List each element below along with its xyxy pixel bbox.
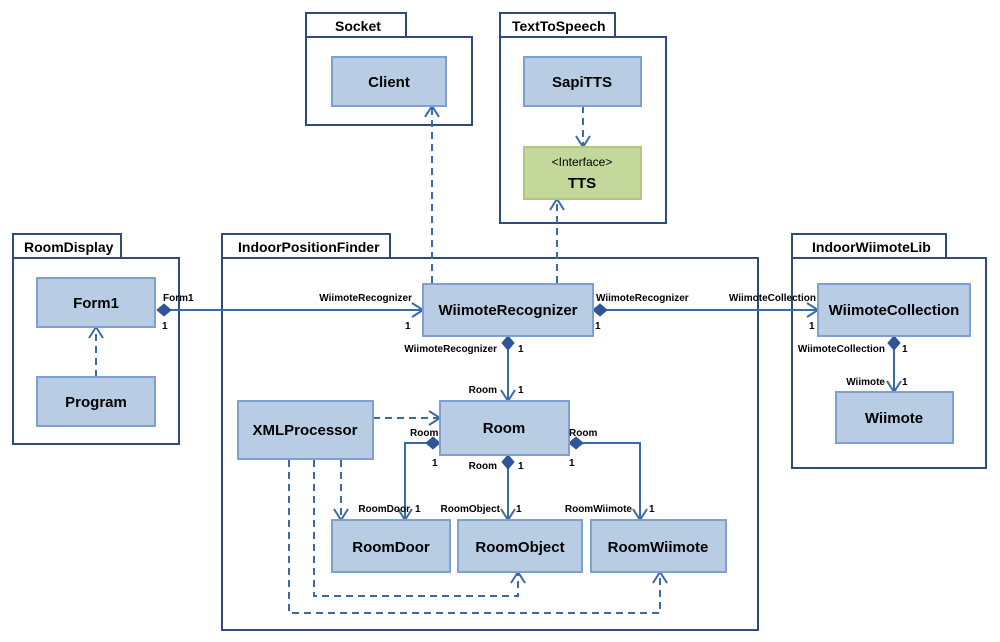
label-roomwiimote-mult: 1 [649, 504, 655, 515]
aggregation-diamond-room-center [501, 454, 515, 470]
association-room-roomwiimote [583, 442, 641, 520]
package-socket-name: Socket [335, 18, 381, 34]
label-room-mult-left: 1 [432, 458, 438, 469]
aggregation-diamond-form1 [156, 303, 172, 317]
label-recognizer-mult-right: 1 [595, 321, 601, 332]
label-roomobject-mult: 1 [516, 504, 522, 515]
package-text-to-speech-name: TextToSpeech [512, 18, 606, 34]
dependency-xml-roomwiimote [288, 460, 661, 614]
label-wiimote-mult: 1 [902, 377, 908, 388]
class-wiimote-recognizer[interactable]: WiimoteRecognizer [422, 283, 594, 337]
class-sapi-tts[interactable]: SapiTTS [523, 56, 642, 107]
class-form1[interactable]: Form1 [36, 277, 156, 328]
package-indoor-wiimote-lib-name: IndoorWiimoteLib [812, 239, 931, 255]
class-wiimote-collection-name: WiimoteCollection [829, 302, 960, 319]
class-room-object-name: RoomObject [475, 539, 564, 556]
label-room-role-left: Room [410, 428, 438, 439]
class-room-name: Room [483, 420, 526, 437]
label-wiimote-role: Wiimote [846, 377, 885, 388]
class-room-wiimote-name: RoomWiimote [608, 539, 709, 556]
label-roomobject-role: RoomObject [441, 504, 501, 515]
label-recognizer-role-left: WiimoteRecognizer [319, 293, 412, 304]
label-form1-role: Form1 [163, 293, 194, 304]
class-xml-processor-name: XMLProcessor [252, 422, 357, 439]
class-sapi-tts-name: SapiTTS [552, 74, 612, 91]
class-form1-name: Form1 [73, 295, 119, 312]
class-wiimote-recognizer-name: WiimoteRecognizer [438, 302, 577, 319]
class-wiimote-name: Wiimote [865, 410, 923, 427]
label-roomwiimote-role: RoomWiimote [565, 504, 633, 515]
class-program[interactable]: Program [36, 376, 156, 427]
class-wiimote[interactable]: Wiimote [835, 391, 954, 444]
dependency-xml-roomobject [313, 460, 519, 597]
label-recognizer-role-bottom: WiimoteRecognizer [404, 344, 497, 355]
class-room-wiimote[interactable]: RoomWiimote [590, 519, 727, 573]
label-recognizer-mult-left: 1 [405, 321, 411, 332]
aggregation-diamond-room-left [425, 436, 441, 450]
label-collection-mult: 1 [809, 321, 815, 332]
aggregation-diamond-collection [887, 335, 901, 351]
class-client[interactable]: Client [331, 56, 447, 107]
label-wiimotecollection-mult: 1 [902, 344, 908, 355]
interface-tts-name: TTS [568, 175, 596, 192]
aggregation-diamond-room-right [568, 436, 584, 450]
package-indoor-position-finder-name: IndoorPositionFinder [238, 239, 380, 255]
label-room-role-right: Room [569, 428, 597, 439]
class-program-name: Program [65, 394, 127, 411]
interface-tts[interactable]: <Interface> TTS [523, 146, 642, 200]
label-room-role-center: Room [469, 461, 497, 472]
class-xml-processor[interactable]: XMLProcessor [237, 400, 374, 460]
label-collection-role: WiimoteCollection [729, 293, 816, 304]
label-room-role-top: Room [469, 385, 497, 396]
class-room-door-name: RoomDoor [352, 539, 430, 556]
class-client-name: Client [368, 74, 410, 91]
aggregation-diamond-recognizer-bottom [501, 335, 515, 351]
label-wiimotecollection-role: WiimoteCollection [798, 344, 885, 355]
label-room-mult-right: 1 [569, 458, 575, 469]
label-form1-mult: 1 [162, 321, 168, 332]
label-room-mult-center: 1 [518, 461, 524, 472]
class-room-object[interactable]: RoomObject [457, 519, 583, 573]
aggregation-diamond-recognizer-right [592, 303, 608, 317]
association-room-roomdoor [404, 442, 433, 520]
class-room-door[interactable]: RoomDoor [331, 519, 451, 573]
class-wiimote-collection[interactable]: WiimoteCollection [817, 283, 971, 337]
label-recognizer-mult-bottom: 1 [518, 344, 524, 355]
label-recognizer-role-right: WiimoteRecognizer [596, 293, 689, 304]
interface-stereotype: <Interface> [552, 155, 613, 169]
label-room-mult-top: 1 [518, 385, 524, 396]
package-room-display-name: RoomDisplay [24, 239, 114, 255]
label-roomdoor-mult: 1 [415, 504, 421, 515]
label-roomdoor-role: RoomDoor [358, 504, 410, 515]
class-room[interactable]: Room [439, 400, 570, 456]
